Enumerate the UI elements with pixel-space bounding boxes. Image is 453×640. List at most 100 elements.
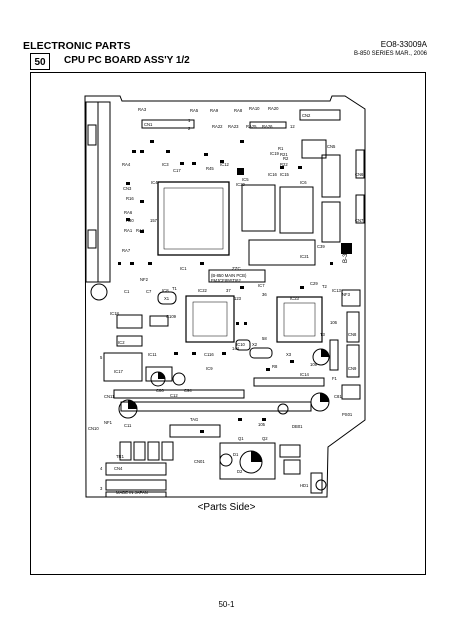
label-pin1: 1 xyxy=(188,118,191,123)
label-ic3: IC3 xyxy=(162,162,169,167)
label-t1: T1 xyxy=(172,286,178,291)
label-cn10: CN10 xyxy=(88,426,99,431)
label-ra26: RA26 xyxy=(262,124,273,129)
label-tr1: TR1 xyxy=(116,454,125,459)
capacitor-c94 xyxy=(172,372,186,386)
doc-series-date: B-850 SERIES MAR., 2006 xyxy=(353,51,427,57)
label-ic22: IC22 xyxy=(198,288,208,293)
label-nf1: NF1 xyxy=(104,420,113,425)
label-cn4: CN4 xyxy=(114,466,123,471)
ic-mid-right xyxy=(248,239,316,266)
label-ic16: IC16 xyxy=(268,172,278,177)
label-cn2: CN2 xyxy=(302,113,311,118)
capacitor-d1 xyxy=(219,453,233,467)
label-ra4: RA4 xyxy=(122,162,131,167)
page-number: 50-1 xyxy=(218,600,235,609)
label-cn11: CN11 xyxy=(104,394,115,399)
label-cn7: CN7 xyxy=(355,218,364,223)
label-cn5: CN5 xyxy=(327,144,336,149)
label-ra1: RA1 xyxy=(124,228,133,233)
label-q2: Q2 xyxy=(262,436,268,441)
cpu-ic xyxy=(157,181,230,256)
label-c81: C81 xyxy=(334,394,342,399)
label-36: 36 xyxy=(262,292,267,297)
label-cn1: CN1 xyxy=(144,122,153,127)
label-cn3: CN3 xyxy=(123,186,132,191)
label-f1: F1 xyxy=(332,376,338,381)
label-x3: X3 xyxy=(286,352,292,357)
label-cn6: CN6 xyxy=(355,172,364,177)
label-ra23: RA23 xyxy=(228,124,239,129)
label-ic2: IC2 xyxy=(118,340,125,345)
label-q1: Q1 xyxy=(238,436,244,441)
label-d2: D2 xyxy=(237,469,243,474)
memory-ic-2 xyxy=(279,186,314,234)
label-c94: C94 xyxy=(184,388,192,393)
label-37: 37 xyxy=(226,288,231,293)
section-title: CPU PC BOARD ASS'Y 1/2 xyxy=(64,55,190,66)
label-106: 106 xyxy=(330,320,338,325)
label-c116: C116 xyxy=(204,352,214,357)
section-number-box: 50 xyxy=(30,53,50,70)
label-r16: R16 xyxy=(126,196,134,201)
label-ic14: IC14 xyxy=(300,372,310,377)
chip-label-box xyxy=(208,269,266,283)
sub-cpu-ic xyxy=(185,295,235,343)
label-c86: C86 xyxy=(156,388,164,393)
label-cn9: CN9 xyxy=(348,366,357,371)
label-ic10: IC10 xyxy=(236,342,246,347)
label-ra8: RA8 xyxy=(234,108,243,113)
label-pin12: 12 xyxy=(290,124,295,129)
label-pin4: 4 xyxy=(100,466,103,471)
label-c39: C39 xyxy=(317,244,325,249)
label-zzc: ZZC xyxy=(232,266,241,271)
label-cn8: CN8 xyxy=(348,332,357,337)
label-ra3: RA3 xyxy=(138,107,147,112)
black-square-marker xyxy=(341,243,352,254)
label-nf3: NF3 xyxy=(342,292,351,297)
label-ra6: RA6 xyxy=(124,210,133,215)
label-ic21: IC21 xyxy=(300,254,310,259)
label-db1: DB01 xyxy=(292,424,303,429)
label-123: 123 xyxy=(234,296,242,301)
label-ic-board: (B-850 MAIN PCB) xyxy=(211,273,247,278)
label-c7: C7 xyxy=(146,289,152,294)
label-ic15: IC15 xyxy=(280,172,290,177)
label-ra2: RA2 xyxy=(136,228,145,233)
label-t3: T3 xyxy=(320,332,326,337)
label-ic-code: FMJCE89STI62 xyxy=(211,278,241,283)
label-tag: TAG xyxy=(190,417,198,422)
label-t2: T2 xyxy=(322,284,328,289)
figure-caption: <Parts Side> xyxy=(197,502,256,513)
mounting-hole-1 xyxy=(90,283,108,301)
label-58: 58 xyxy=(262,336,267,341)
label-ic6: IC6 xyxy=(300,180,307,185)
label-ra9: RA9 xyxy=(210,108,219,113)
label-pin5: 5 xyxy=(100,355,103,360)
label-109: 109 xyxy=(310,362,318,367)
label-ic18: IC18 xyxy=(110,311,120,316)
label-ra7: RA7 xyxy=(122,248,131,253)
label-made-in: MADE IN JAPAN xyxy=(116,490,148,495)
label-ic19: IC19 xyxy=(270,151,280,156)
label-r45: R45 xyxy=(206,166,214,171)
label-ps01: PS01 xyxy=(342,412,353,417)
doc-code: EO8-33009A xyxy=(380,40,427,49)
label-ic20: IC20 xyxy=(236,182,246,187)
label-157: 157 xyxy=(150,218,158,223)
label-r30: R30 xyxy=(126,218,134,223)
label-ic9: IC9 xyxy=(206,366,213,371)
gate-array-ic xyxy=(276,296,323,343)
label-r21: R21 xyxy=(280,152,288,157)
label-c1: C1 xyxy=(124,289,130,294)
memory-ic-1 xyxy=(241,184,276,232)
label-ic23: IC23 xyxy=(290,296,300,301)
pcb-outline xyxy=(84,95,366,498)
label-c29: C29 xyxy=(310,281,318,286)
label-ic1: IC1 xyxy=(180,266,187,271)
label-105: 105 xyxy=(258,422,266,427)
label-144: 144 xyxy=(232,346,240,351)
small-component-pads xyxy=(118,140,333,433)
mounting-hole-2 xyxy=(315,479,327,491)
